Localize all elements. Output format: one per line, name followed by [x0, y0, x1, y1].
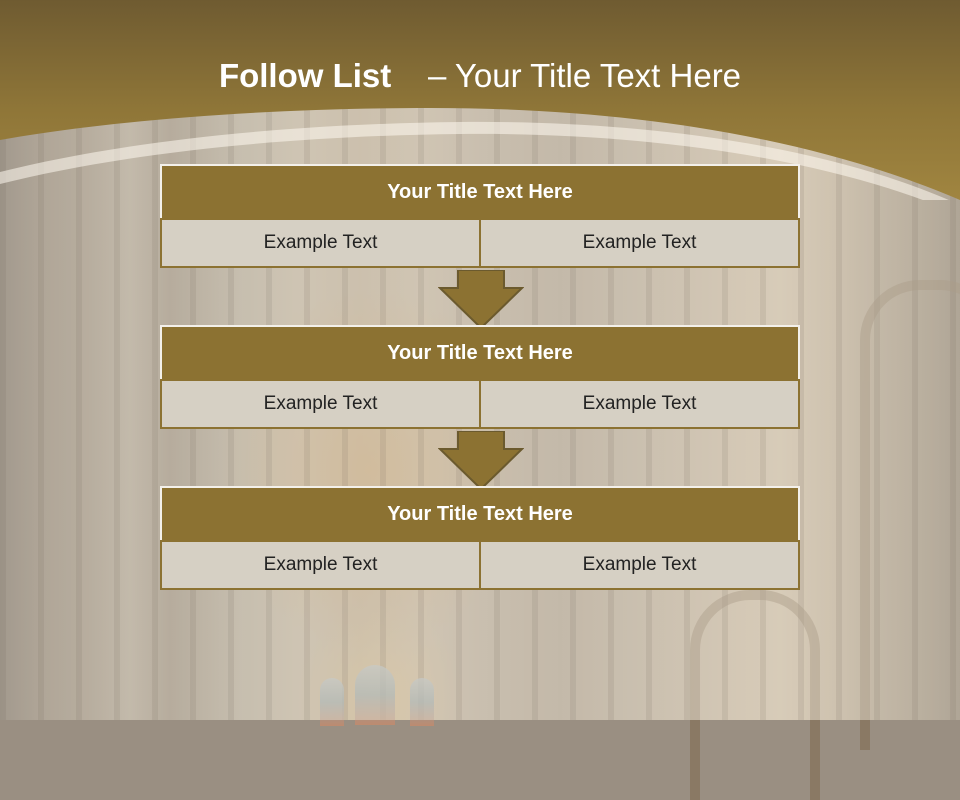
- step-block: Your Title Text Here Example Text Exampl…: [160, 325, 800, 429]
- step-block: Your Title Text Here Example Text Exampl…: [160, 486, 800, 590]
- step-title: Your Title Text Here: [160, 486, 800, 542]
- step-cell-right: Example Text: [479, 540, 800, 590]
- step-block: Your Title Text Here Example Text Exampl…: [160, 164, 800, 268]
- step-cell-right: Example Text: [479, 218, 800, 268]
- step-row: Example Text Example Text: [160, 540, 800, 590]
- step-cell-left: Example Text: [160, 379, 481, 429]
- page-title-bold: Follow List: [218, 57, 392, 94]
- header-band: [0, 0, 960, 200]
- down-arrow-icon: [438, 431, 524, 491]
- down-arrow-icon: [438, 270, 524, 330]
- step-cell-left: Example Text: [160, 218, 481, 268]
- page-title: Follow List – Your Title Text Here: [0, 54, 960, 98]
- step-row: Example Text Example Text: [160, 379, 800, 429]
- step-cell-right: Example Text: [479, 379, 800, 429]
- step-row: Example Text Example Text: [160, 218, 800, 268]
- step-cell-left: Example Text: [160, 540, 481, 590]
- page-title-spacer: [400, 57, 418, 94]
- step-title: Your Title Text Here: [160, 164, 800, 220]
- step-title: Your Title Text Here: [160, 325, 800, 381]
- page-title-rest: – Your Title Text Here: [427, 57, 742, 94]
